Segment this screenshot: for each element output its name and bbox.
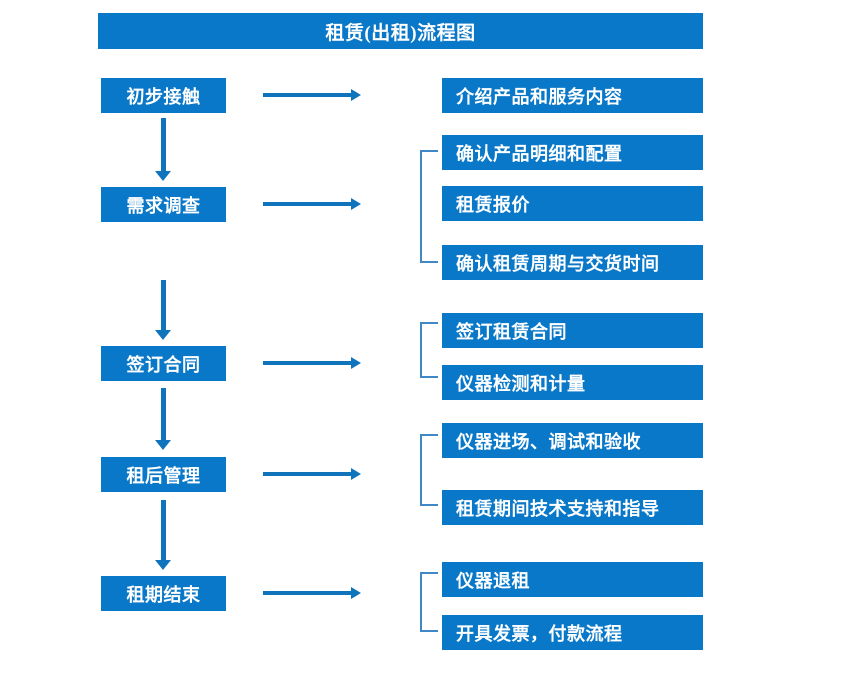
arrow-right-icon [263, 356, 361, 370]
arrow-shaft [161, 500, 166, 561]
arrow-shaft [161, 280, 166, 331]
detail-box-lease-quotation[interactable]: 租赁报价 [442, 186, 703, 221]
group-bracket-icon [420, 322, 438, 378]
arrow-down-icon [155, 118, 171, 181]
arrow-down-icon [155, 388, 171, 450]
detail-box-instrument-inspection[interactable]: 仪器检测和计量 [442, 365, 703, 400]
detail-box-sign-lease-contract[interactable]: 签订租赁合同 [442, 313, 703, 348]
arrow-shaft [263, 361, 352, 365]
arrow-down-icon [155, 500, 171, 570]
detail-box-introduce-products[interactable]: 介绍产品和服务内容 [442, 78, 703, 113]
detail-box-confirm-lease-period[interactable]: 确认租赁周期与交货时间 [442, 245, 703, 280]
stage-box-lease-end[interactable]: 租期结束 [101, 576, 226, 611]
arrow-right-icon [263, 88, 361, 102]
arrow-shaft [161, 118, 166, 172]
detail-box-confirm-product-spec[interactable]: 确认产品明细和配置 [442, 135, 703, 170]
arrow-right-icon [263, 586, 361, 600]
arrow-head [155, 171, 171, 181]
detail-box-instrument-return[interactable]: 仪器退租 [442, 562, 703, 597]
group-bracket-icon [420, 150, 438, 263]
stage-box-needs-survey[interactable]: 需求调查 [101, 187, 226, 222]
page-title: 租赁(出租)流程图 [98, 13, 703, 49]
arrow-right-icon [263, 197, 361, 211]
detail-box-invoice-payment[interactable]: 开具发票，付款流程 [442, 615, 703, 650]
arrow-down-icon [155, 280, 171, 340]
arrow-right-icon [263, 467, 361, 481]
arrow-head [155, 440, 171, 450]
arrow-head [351, 587, 361, 599]
arrow-head [351, 89, 361, 101]
arrow-head [351, 357, 361, 369]
arrow-head [155, 560, 171, 570]
arrow-shaft [161, 388, 166, 441]
detail-box-instrument-entry-commissioning[interactable]: 仪器进场、调试和验收 [442, 423, 703, 458]
arrow-shaft [263, 202, 352, 206]
arrow-head [155, 330, 171, 340]
arrow-head [351, 198, 361, 210]
stage-box-sign-contract[interactable]: 签订合同 [101, 346, 226, 381]
group-bracket-icon [420, 434, 438, 506]
arrow-shaft [263, 472, 352, 476]
arrow-shaft [263, 591, 352, 595]
arrow-shaft [263, 93, 352, 97]
group-bracket-icon [420, 572, 438, 632]
arrow-head [351, 468, 361, 480]
detail-box-technical-support[interactable]: 租赁期间技术支持和指导 [442, 490, 703, 525]
stage-box-initial-contact[interactable]: 初步接触 [101, 78, 226, 113]
stage-box-post-lease-management[interactable]: 租后管理 [101, 457, 226, 492]
